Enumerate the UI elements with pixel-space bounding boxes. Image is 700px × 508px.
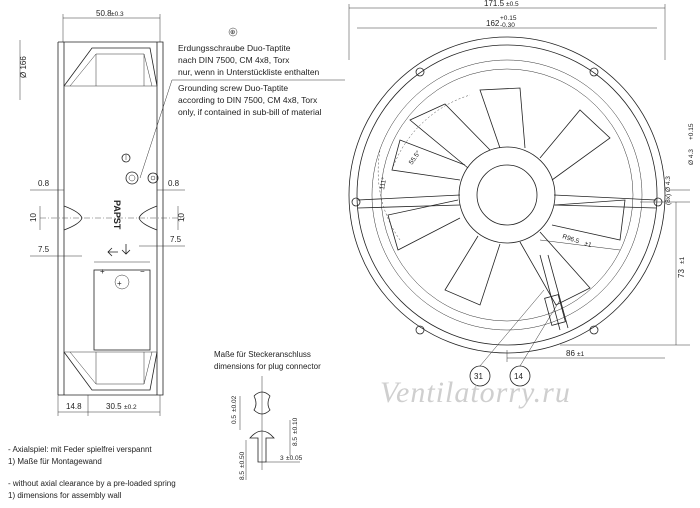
note-de-line2: nach DIN 7500, CM 4x8, Torx	[178, 55, 290, 65]
dim-left-75: 7.5	[38, 245, 50, 254]
dim-width-86-tol: ±1	[577, 351, 585, 358]
plug-dim-85-tol: ±0.10	[292, 417, 299, 434]
dim-radius-tol: ±1	[583, 240, 592, 249]
dim-height-73: 73	[677, 269, 686, 278]
plug-title-en: dimensions for plug connector	[214, 362, 321, 371]
note-en-line1: Grounding screw Duo-Taptite	[178, 83, 288, 93]
ground-symbol-icon: ⊕	[230, 29, 236, 36]
dim-side-width: 50.8	[96, 9, 112, 18]
note-de-line3: nur, wenn in Unterstückliste enthalten	[178, 67, 320, 77]
plug-detail: Maße für Steckeranschluss dimensions for…	[214, 350, 321, 480]
dim-width-86: 86	[566, 349, 575, 358]
plug-dim-85b-tol: ±0.50	[239, 451, 246, 468]
footnote-4: 1) dimensions for assembly wall	[8, 491, 122, 500]
dim-bottom-148: 14.8	[66, 402, 82, 411]
plug-dim-85: 8.5	[292, 437, 299, 446]
plug-dim-85b: 8.5	[239, 471, 246, 480]
papst-logo-text: PAPST	[112, 200, 122, 230]
plug-dim-3-tol: ±0.05	[286, 455, 303, 462]
dim-bolt-span-tol-bot: -0.30	[500, 22, 515, 29]
dim-mount-holes: (8x) Ø 4.3	[665, 176, 672, 205]
hub-plus: +	[117, 279, 122, 288]
plug-dim-05-tol: ±0.02	[231, 395, 238, 412]
dim-overall-width: 171.5	[484, 0, 505, 8]
dim-bottom-305: 30.5	[106, 402, 122, 411]
footnote-1: - Axialspiel: mit Feder spielfrei verspa…	[8, 445, 152, 454]
dim-diameter: Ø 166	[19, 56, 28, 78]
dim-angle-55: 55.5°	[407, 149, 423, 166]
hub-plus-left: +	[100, 267, 105, 276]
dim-left-08: 0.8	[38, 179, 50, 188]
dim-overall-width-tol: ±0.5	[506, 1, 519, 8]
plug-dim-05: 0.5	[231, 415, 238, 424]
note-en-line2: according to DIN 7500, CM 4x8, Torx	[178, 95, 318, 105]
dim-right-75: 7.5	[170, 235, 182, 244]
plug-title-de: Maße für Steckeranschluss	[214, 350, 311, 359]
dim-bottom-305-tol: ±0.2	[124, 404, 137, 411]
watermark: Ventilatorry.ru	[380, 376, 571, 409]
footnotes: - Axialspiel: mit Feder spielfrei verspa…	[8, 445, 176, 500]
dim-height-73-tol: ±1	[679, 256, 686, 264]
dim-bolt-span: 162	[486, 19, 500, 28]
dim-left-10: 10	[29, 213, 38, 222]
dim-bolt-span-tol-top: +0.15	[500, 15, 517, 22]
dim-right-10: 10	[177, 213, 186, 222]
callout-14: 14	[514, 372, 523, 381]
dim-hole-diameter: Ø 4.3	[688, 149, 695, 165]
side-view: 50.8 ±0.3 Ø 166 + + −	[19, 9, 345, 416]
dim-right-08: 0.8	[168, 179, 180, 188]
dim-hole-diameter-tol: +0.15	[688, 123, 695, 140]
plug-dim-3: 3	[280, 455, 284, 462]
hub-minus: −	[140, 267, 145, 276]
dim-side-width-tol: ±0.3	[111, 11, 124, 18]
footnote-2: 1) Maße für Montagewand	[8, 457, 102, 466]
note-de-line1: Erdungsschraube Duo-Taptite	[178, 43, 291, 53]
front-view: 171.5 ±0.5 162 +0.15 -0.30	[348, 0, 695, 387]
grounding-notes: ⊕ Erdungsschraube Duo-Taptite nach DIN 7…	[178, 27, 322, 117]
dim-radius: R96.5	[561, 233, 580, 245]
dim-angle-111: 111°	[378, 176, 388, 190]
note-en-line3: only, if contained in sub-bill of materi…	[178, 107, 322, 117]
footnote-3: - without axial clearance by a pre-loade…	[8, 479, 176, 488]
callout-31: 31	[474, 372, 483, 381]
